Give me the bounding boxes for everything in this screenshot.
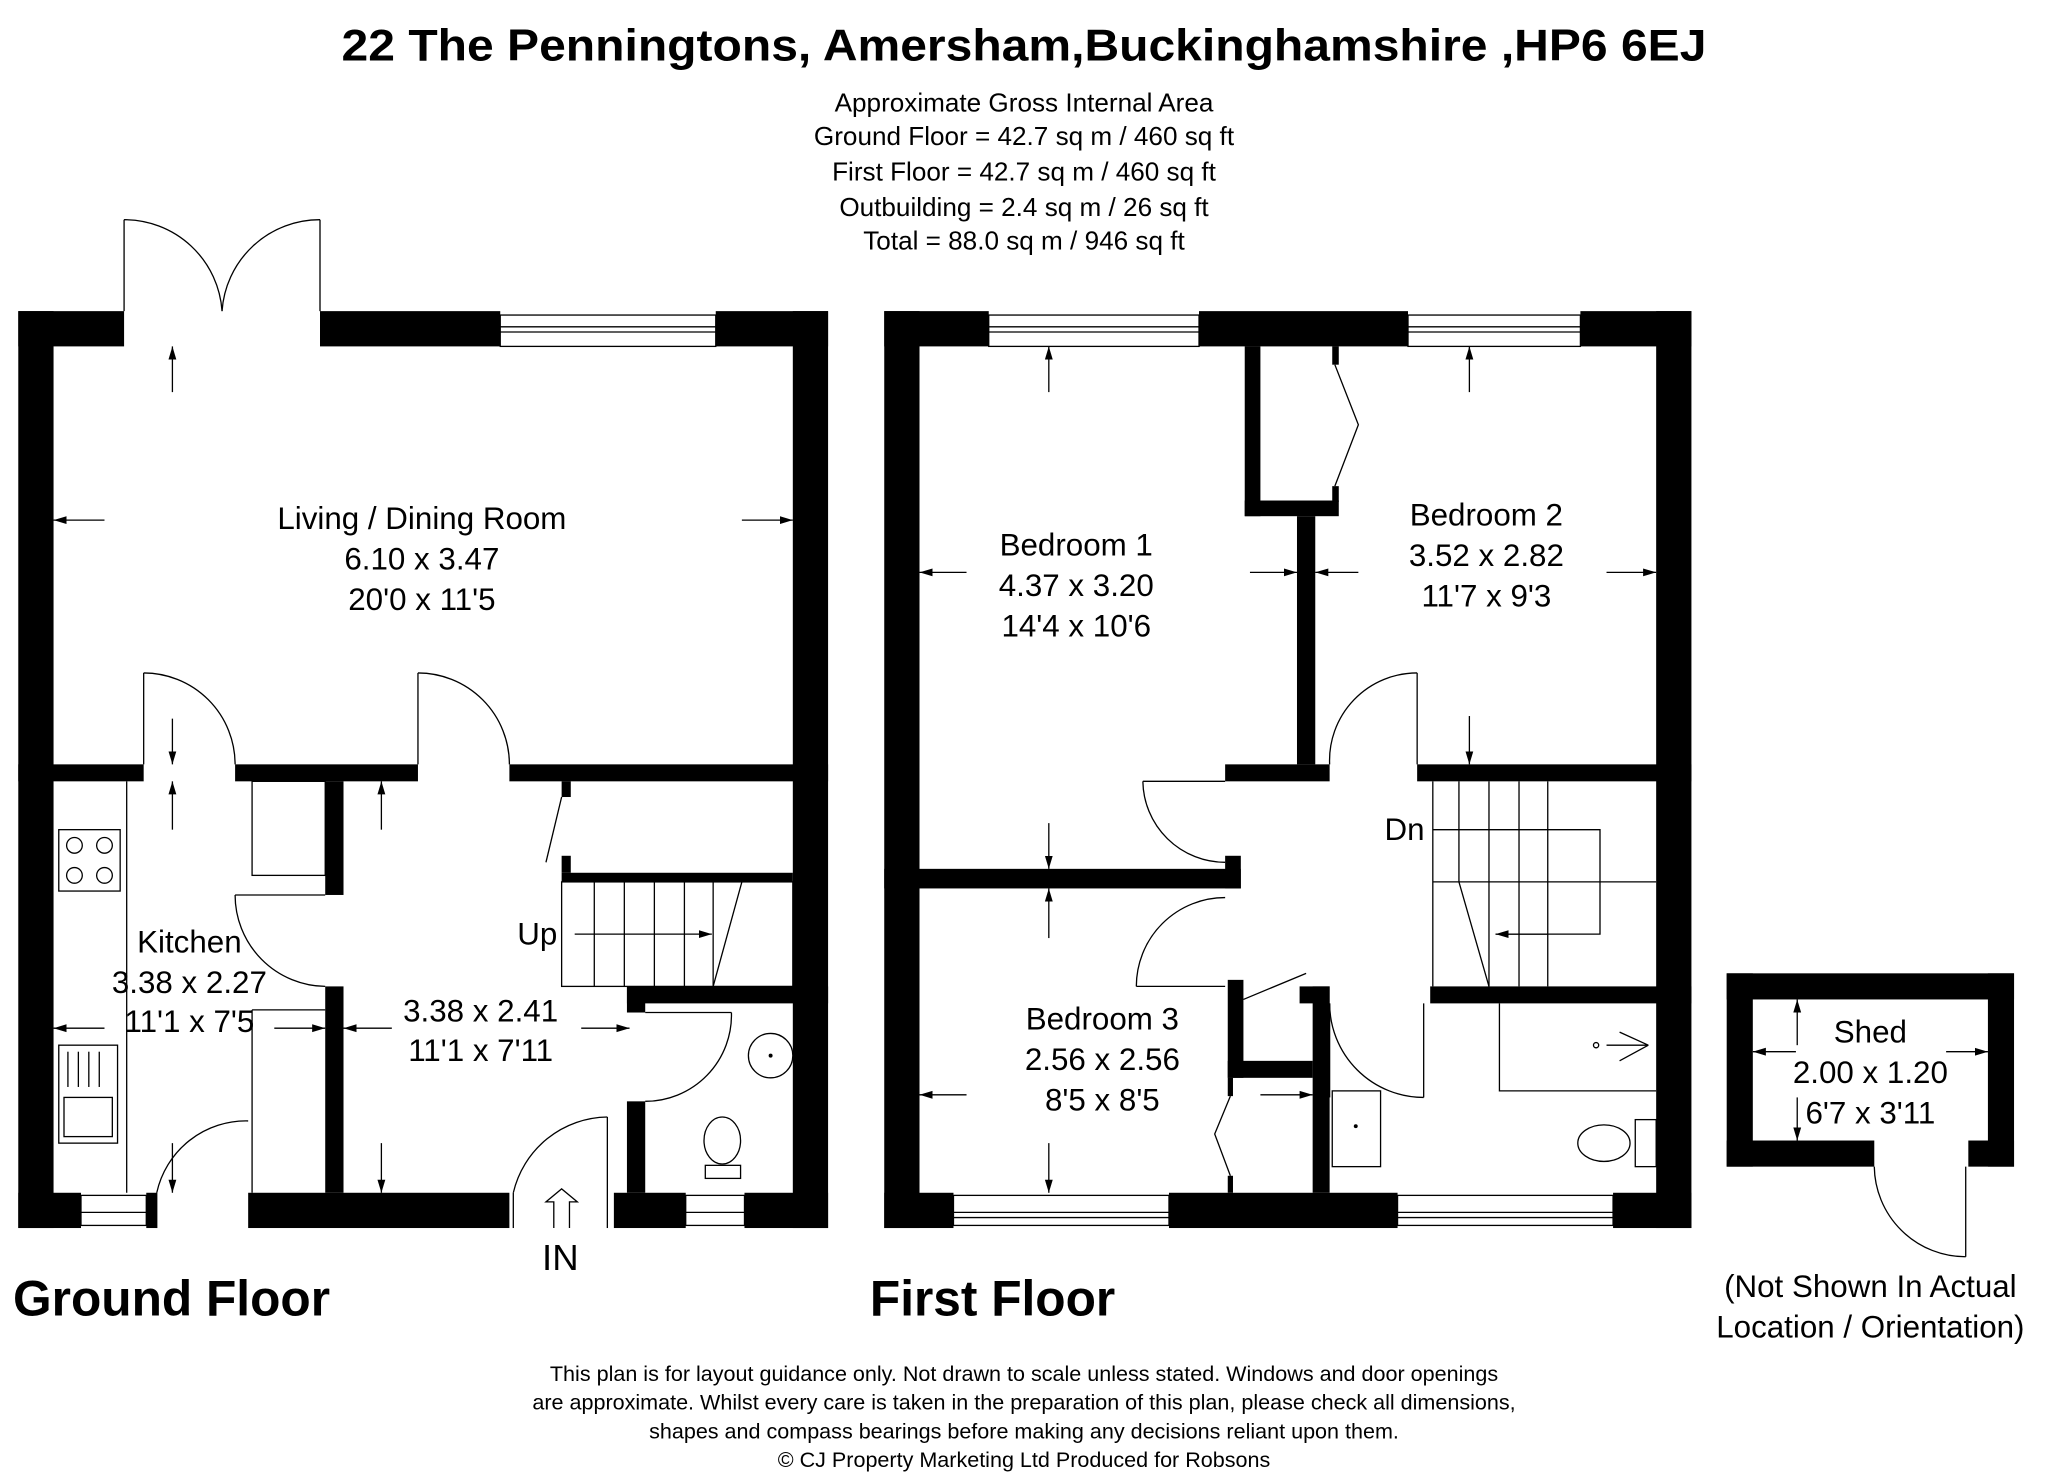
room-name: Kitchen	[137, 924, 242, 959]
room-bedroom-3: Bedroom 3 2.56 x 2.56 8'5 x 8'5	[1025, 1002, 1180, 1118]
room-kitchen: Kitchen 3.38 x 2.27 11'1 x 7'5	[112, 924, 267, 1039]
sink-icon	[58, 1044, 119, 1144]
toilet-icon	[1577, 1118, 1657, 1168]
window	[1407, 314, 1582, 348]
area-ground: Ground Floor = 42.7 sq m / 460 sq ft	[814, 121, 1235, 151]
first-floor-label: First Floor	[870, 1271, 1115, 1327]
room-living-dining: Living / Dining Room 6.10 x 3.47 20'0 x …	[277, 501, 566, 617]
room-imperial: 20'0 x 11'5	[348, 582, 495, 617]
room-name: Living / Dining Room	[277, 501, 566, 536]
window	[988, 314, 1200, 348]
disclaimer-line: This plan is for layout guidance only. N…	[550, 1361, 1498, 1386]
disclaimer-line: shapes and compass bearings before makin…	[649, 1418, 1399, 1443]
disclaimer: This plan is for layout guidance only. N…	[532, 1361, 1515, 1472]
basin-icon	[1331, 1090, 1382, 1168]
dimension-arrows	[1752, 999, 1988, 1141]
room-metric: 2.56 x 2.56	[1025, 1042, 1180, 1077]
room-imperial: 14'4 x 10'6	[1001, 608, 1151, 643]
ground-floor-label: Ground Floor	[13, 1271, 330, 1327]
room-metric: 3.52 x 2.82	[1409, 538, 1564, 573]
shed-metric: 2.00 x 1.20	[1793, 1055, 1948, 1090]
window	[80, 1194, 147, 1227]
room-imperial: 11'1 x 7'11	[408, 1033, 553, 1068]
french-doors	[123, 219, 321, 312]
shed-imperial: 6'7 x 3'11	[1805, 1096, 1935, 1131]
shed-note-line-2: Location / Orientation)	[1716, 1310, 2024, 1345]
area-summary: Approximate Gross Internal Area Ground F…	[814, 87, 1235, 255]
shower-icon	[1498, 1003, 1657, 1092]
shed-plan: Shed 2.00 x 1.20 6'7 x 3'11 (Not Shown I…	[1716, 973, 2024, 1345]
basin-icon	[747, 1032, 794, 1079]
room-metric: 3.38 x 2.41	[403, 994, 558, 1029]
toilet-icon	[703, 1116, 742, 1180]
window	[952, 1194, 1170, 1227]
entrance-label: IN	[542, 1237, 579, 1278]
window	[499, 314, 717, 348]
stairs-up	[560, 881, 794, 988]
stairs-down-label: Dn	[1384, 812, 1424, 847]
window	[1396, 1194, 1614, 1227]
room-metric: 3.38 x 2.27	[112, 965, 267, 1000]
dimension-arrows	[919, 346, 1657, 1193]
room-bedroom-1: Bedroom 1 4.37 x 3.20 14'4 x 10'6	[999, 527, 1154, 643]
ground-floor-plan: Living / Dining Room 6.10 x 3.47 20'0 x …	[13, 219, 829, 1327]
room-metric: 6.10 x 3.47	[344, 542, 499, 577]
dimension-arrows	[53, 346, 793, 1193]
room-bedroom-2: Bedroom 2 3.52 x 2.82 11'7 x 9'3	[1409, 497, 1564, 613]
page-title: 22 The Penningtons, Amersham,Buckinghams…	[342, 21, 1707, 70]
area-first: First Floor = 42.7 sq m / 460 sq ft	[832, 157, 1217, 187]
first-floor-plan: Bedroom 1 4.37 x 3.20 14'4 x 10'6 Bedroo…	[870, 311, 1692, 1327]
area-outbuilding: Outbuilding = 2.4 sq m / 26 sq ft	[839, 192, 1209, 222]
stairs-down	[1432, 781, 1657, 987]
room-name: Bedroom 3	[1026, 1002, 1179, 1037]
entrance-arrow-icon	[544, 1187, 580, 1229]
shed-name: Shed	[1834, 1015, 1907, 1050]
room-imperial: 8'5 x 8'5	[1045, 1082, 1160, 1117]
window	[685, 1194, 746, 1227]
copyright: © CJ Property Marketing Ltd Produced for…	[778, 1447, 1271, 1472]
disclaimer-line: are approximate. Whilst every care is ta…	[532, 1390, 1515, 1415]
room-name: Bedroom 1	[1000, 527, 1153, 562]
area-total: Total = 88.0 sq m / 946 sq ft	[863, 226, 1185, 256]
room-hall: 3.38 x 2.41 11'1 x 7'11	[403, 994, 558, 1068]
hob-icon	[58, 829, 121, 892]
room-metric: 4.37 x 3.20	[999, 568, 1154, 603]
room-name: Bedroom 2	[1410, 497, 1563, 532]
room-imperial: 11'1 x 7'5	[124, 1004, 254, 1039]
room-imperial: 11'7 x 9'3	[1421, 578, 1551, 613]
stairs-up-label: Up	[517, 917, 557, 952]
shed-note-line-1: (Not Shown In Actual	[1724, 1269, 2017, 1304]
area-heading: Approximate Gross Internal Area	[835, 87, 1214, 117]
